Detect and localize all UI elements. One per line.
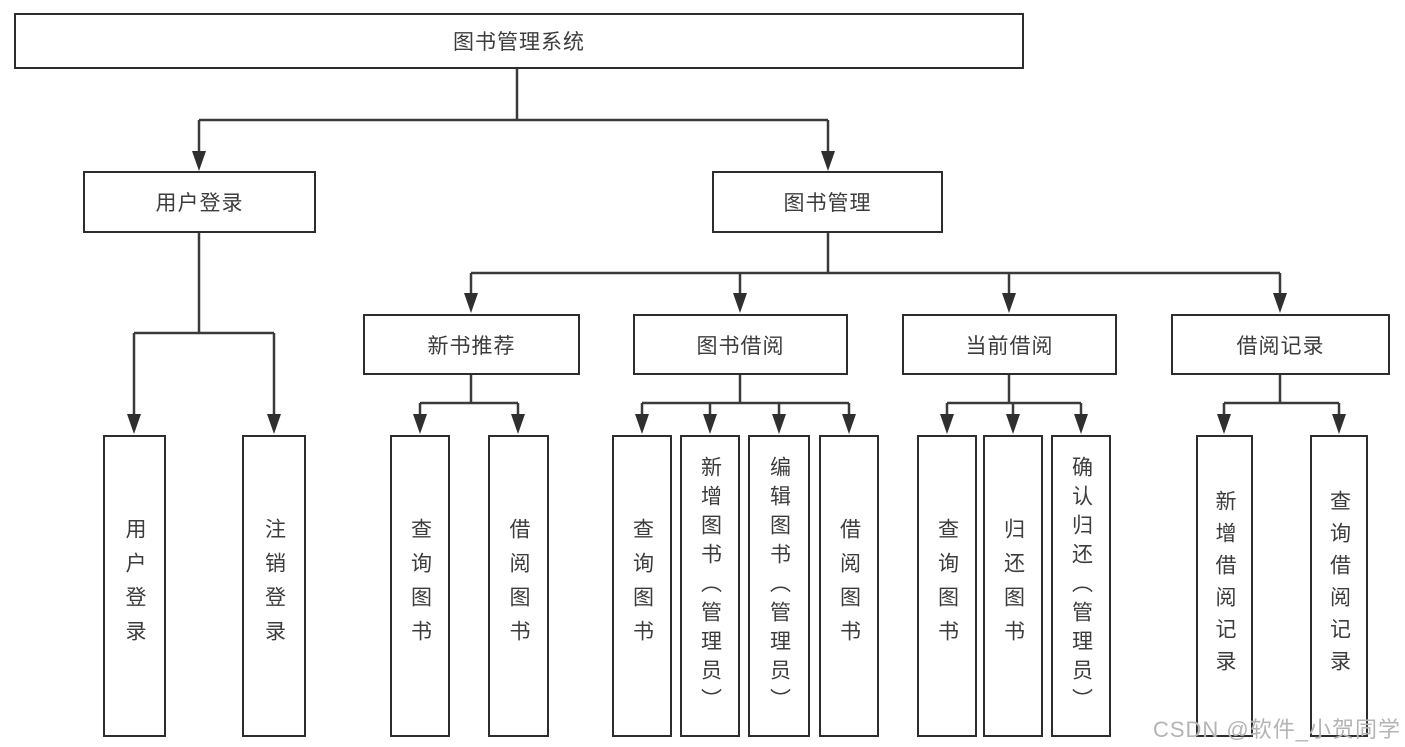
leaf-query-books-3: 查询图书	[917, 435, 977, 737]
leaf-confirm-return-admin: 确认归还（管理员）	[1051, 435, 1111, 737]
node-root-label: 图书管理系统	[453, 31, 585, 54]
arrow-book-borrow	[733, 293, 747, 313]
arrow-leaf-borrow-books-2	[842, 414, 856, 434]
leaf-add-book-admin-label: 新增图书（管理员）	[698, 455, 722, 717]
node-book-borrow-label: 图书借阅	[696, 334, 785, 358]
node-borrow-records: 借阅记录	[1171, 314, 1390, 375]
arrow-leaf-query-books-2	[635, 414, 649, 434]
connector-book-management-sections	[469, 233, 1282, 295]
arrow-leaf-logout	[267, 414, 281, 434]
node-new-book-recommend-label: 新书推荐	[427, 334, 516, 358]
leaf-return-book-label: 归还图书	[1001, 518, 1025, 654]
arrow-leaf-confirm-return	[1074, 414, 1088, 434]
connector-current-borrow-children	[945, 375, 1083, 416]
leaf-borrow-books-2-label: 借阅图书	[837, 518, 861, 654]
node-book-management-label: 图书管理	[783, 192, 872, 215]
leaf-borrow-books-1-label: 借阅图书	[507, 518, 530, 654]
node-book-borrow: 图书借阅	[633, 314, 848, 375]
leaf-query-borrow-record-label: 查询借阅记录	[1327, 490, 1351, 682]
leaf-query-borrow-record: 查询借阅记录	[1310, 435, 1368, 737]
arrow-user-login	[192, 151, 206, 171]
arrow-current-borrow	[1002, 293, 1016, 313]
leaf-user-login-label: 用户登录	[123, 518, 146, 654]
leaf-edit-book-admin-label: 编辑图书（管理员）	[767, 455, 791, 717]
leaf-query-books-1: 查询图书	[390, 435, 450, 737]
connector-user-login-children	[132, 233, 276, 416]
node-borrow-records-label: 借阅记录	[1236, 334, 1325, 358]
arrow-new-book-recommend	[464, 293, 478, 313]
leaf-return-book: 归还图书	[983, 435, 1043, 737]
arrow-borrow-records	[1273, 293, 1287, 313]
leaf-user-login: 用户登录	[103, 435, 166, 737]
arrow-leaf-query-borrow-record	[1332, 414, 1346, 434]
leaf-add-borrow-record-label: 新增借阅记录	[1213, 490, 1236, 682]
leaf-query-books-3-label: 查询图书	[935, 518, 959, 654]
arrow-leaf-borrow-books-1	[511, 414, 525, 434]
leaf-add-book-admin: 新增图书（管理员）	[680, 435, 740, 737]
connector-new-book-recommend-children	[418, 375, 520, 416]
connector-book-borrow-children	[640, 375, 851, 416]
arrow-leaf-query-books-3	[940, 414, 954, 434]
leaf-add-borrow-record: 新增借阅记录	[1196, 435, 1253, 737]
watermark: CSDN @软件_小贺同学	[1152, 717, 1401, 742]
arrow-leaf-edit-book	[772, 414, 786, 434]
connector-root-to-level2	[197, 69, 830, 152]
leaf-query-books-1-label: 查询图书	[408, 518, 432, 654]
leaf-logout-label: 注销登录	[262, 518, 286, 654]
connector-borrow-records-children	[1222, 375, 1341, 416]
node-new-book-recommend: 新书推荐	[363, 314, 580, 375]
leaf-confirm-return-admin-label: 确认归还（管理员）	[1069, 455, 1093, 717]
arrow-leaf-query-books-1	[413, 414, 427, 434]
node-root: 图书管理系统	[14, 13, 1024, 69]
arrow-book-management	[821, 151, 835, 171]
leaf-borrow-books-2: 借阅图书	[819, 435, 879, 737]
arrow-leaf-add-book	[703, 414, 717, 434]
leaf-borrow-books-1: 借阅图书	[488, 435, 549, 737]
arrow-leaf-add-borrow-record	[1217, 414, 1231, 434]
arrow-leaf-user-login	[127, 414, 141, 434]
leaf-logout: 注销登录	[242, 435, 306, 737]
node-user-login-label: 用户登录	[155, 192, 244, 215]
node-book-management: 图书管理	[712, 171, 943, 233]
leaf-query-books-2-label: 查询图书	[630, 518, 654, 654]
node-user-login: 用户登录	[83, 171, 316, 233]
leaf-query-books-2: 查询图书	[612, 435, 672, 737]
node-current-borrow: 当前借阅	[902, 314, 1117, 375]
node-current-borrow-label: 当前借阅	[965, 334, 1054, 358]
leaf-edit-book-admin: 编辑图书（管理员）	[748, 435, 810, 737]
arrow-leaf-return-book	[1006, 414, 1020, 434]
